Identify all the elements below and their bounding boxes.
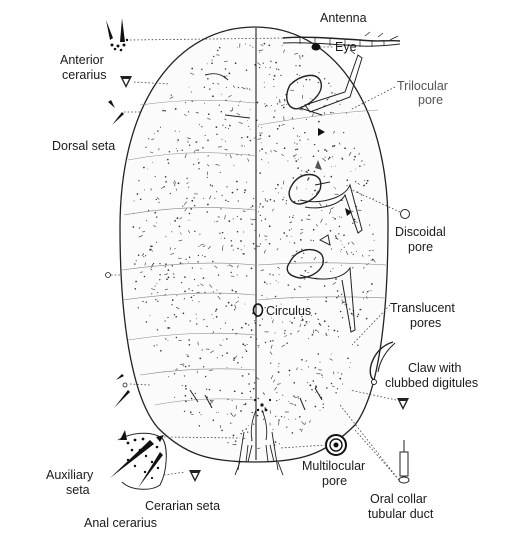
label-anal-cerarius: Anal cerarius bbox=[84, 516, 157, 530]
label-multilocular-1: Multilocular bbox=[302, 459, 365, 473]
label-claw-2: clubbed digitules bbox=[385, 376, 478, 390]
label-circulus: Circulus bbox=[266, 304, 311, 318]
label-trilocular-2: pore bbox=[418, 93, 443, 107]
label-oral-collar-1: Oral collar bbox=[370, 492, 427, 506]
label-discoidal-1: Discoidal bbox=[395, 225, 446, 239]
label-anterior-cerarius-2: cerarius bbox=[62, 68, 106, 82]
label-oral-collar-2: tubular duct bbox=[368, 507, 434, 521]
label-translucent-2: pores bbox=[410, 316, 441, 330]
lateral-pore-left bbox=[106, 273, 122, 278]
label-antenna: Antenna bbox=[320, 11, 367, 25]
label-discoidal-2: pore bbox=[408, 240, 433, 254]
label-dorsal-seta: Dorsal seta bbox=[52, 139, 115, 153]
label-anterior-cerarius-1: Anterior bbox=[60, 53, 104, 67]
label-auxiliary-2: seta bbox=[66, 483, 90, 497]
label-claw-1: Claw with bbox=[408, 361, 462, 375]
dorsal-seta-icon bbox=[108, 100, 140, 125]
label-translucent-1: Translucent bbox=[390, 301, 455, 315]
label-trilocular-1: Trilocular bbox=[397, 79, 448, 93]
trilocular-pore-anal bbox=[189, 470, 201, 482]
label-cerarian-seta: Cerarian seta bbox=[145, 499, 220, 513]
label-eye: Eye bbox=[335, 40, 357, 54]
label-auxiliary-1: Auxiliary bbox=[46, 468, 94, 482]
label-multilocular-2: pore bbox=[322, 474, 347, 488]
body-outline bbox=[120, 27, 388, 462]
